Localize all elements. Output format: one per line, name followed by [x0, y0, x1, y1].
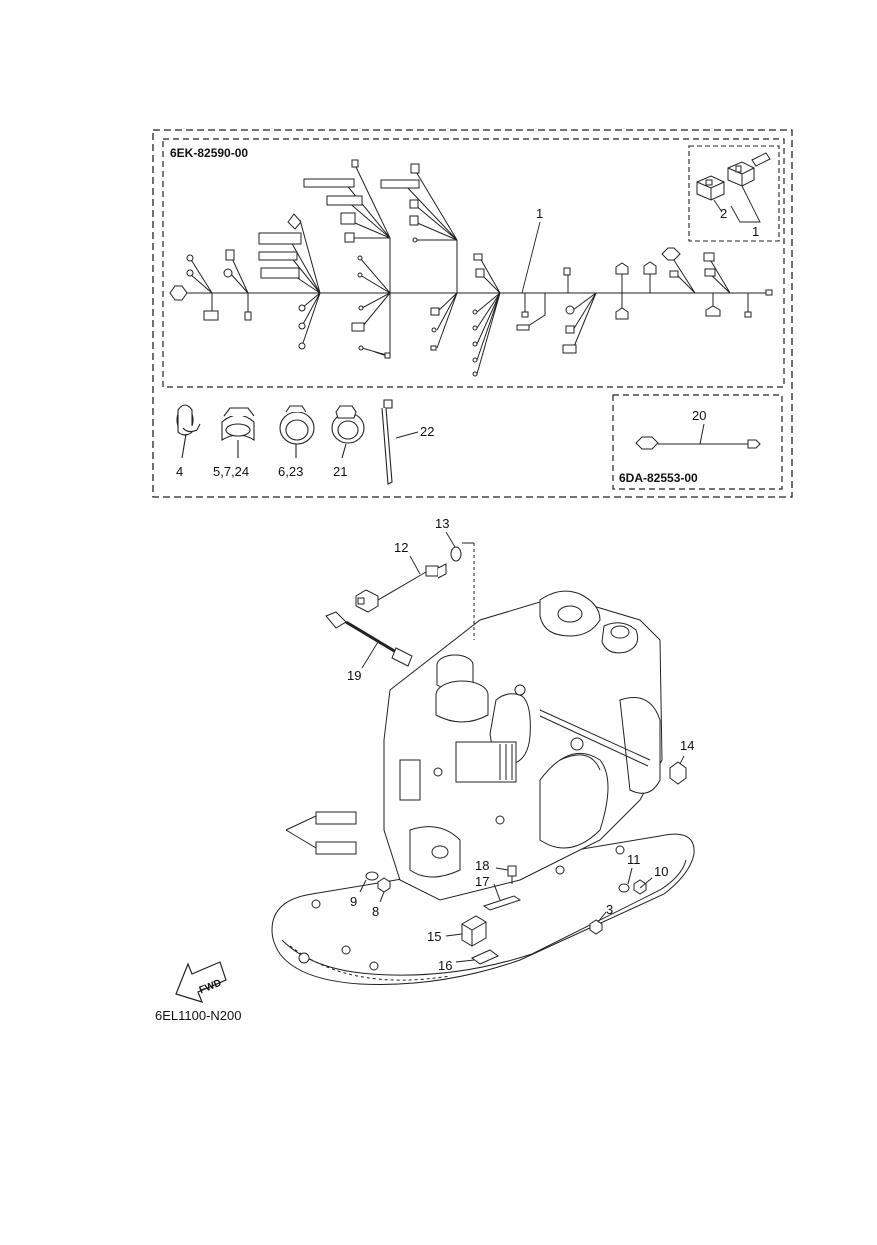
engine-block-drawing [271, 590, 695, 985]
engine-label-11: 11 [627, 852, 641, 867]
sub-harness-box: 20 6DA-82553-00 [612, 394, 783, 490]
engine-label-18: 18 [475, 858, 489, 873]
clamp-6-23 [279, 405, 315, 458]
parts-8-9-bracket [285, 811, 391, 903]
clamp-label-21: 21 [333, 464, 347, 479]
parts-10-11 [618, 867, 653, 895]
clamp-label-4: 4 [176, 464, 183, 479]
fwd-arrow-icon [175, 961, 227, 1003]
clamp-5-7-24 [221, 407, 255, 458]
connector-inset-frame [688, 145, 780, 242]
sub-harness-wire [635, 423, 761, 450]
engine-label-15: 15 [427, 929, 441, 944]
clamps-row: 4 5,7,24 6,23 21 22 [176, 399, 434, 485]
engine-label-17: 17 [475, 874, 489, 889]
connector-inset-parts [696, 152, 771, 201]
part-14-sensor [669, 755, 687, 785]
engine-label-3: 3 [606, 902, 613, 917]
harness-box: 6EK-82590-00 2 1 [162, 138, 785, 388]
sensor-parts [325, 542, 475, 667]
clamp-4 [176, 404, 201, 459]
leader-19 [361, 641, 379, 669]
main-harness-leader [521, 221, 541, 294]
cable-tie-22 [381, 399, 419, 485]
engine-label-10: 10 [654, 864, 668, 879]
leader-13 [445, 531, 456, 548]
engine-label-8: 8 [372, 904, 379, 919]
fwd-arrow: FWD [175, 961, 227, 1003]
engine-label-9: 9 [350, 894, 357, 909]
clamp-label-5-7-24: 5,7,24 [213, 464, 249, 479]
clamp-label-22: 22 [420, 424, 434, 439]
wire-harness-trunk [176, 164, 772, 375]
harness-label-1: 1 [536, 206, 543, 221]
engine-label-19: 19 [347, 668, 361, 683]
harness-dashed-frame [162, 138, 785, 388]
inset-label-2: 2 [720, 206, 727, 221]
sub-harness-dashed-frame [612, 394, 783, 490]
inset-leader-lines [713, 185, 761, 223]
clamp-21 [331, 405, 365, 459]
leader-12 [409, 555, 421, 575]
engine-label-14: 14 [680, 738, 694, 753]
engine-label-16: 16 [438, 958, 452, 973]
harness-connectors [169, 159, 773, 377]
sub-harness-label-20: 20 [692, 408, 706, 423]
engine-label-12: 12 [394, 540, 408, 555]
parts-15-16 [445, 915, 499, 965]
sub-harness-part-number: 6DA-82553-00 [619, 471, 698, 485]
engine-label-13: 13 [435, 516, 449, 531]
parts-17-18-3 [482, 865, 607, 935]
reference-code: 6EL1100-N200 [155, 1008, 242, 1023]
inset-label-1: 1 [752, 224, 759, 239]
outer-dashed-frame [152, 129, 793, 498]
clamp-label-6-23: 6,23 [278, 464, 303, 479]
harness-part-number: 6EK-82590-00 [170, 146, 248, 160]
